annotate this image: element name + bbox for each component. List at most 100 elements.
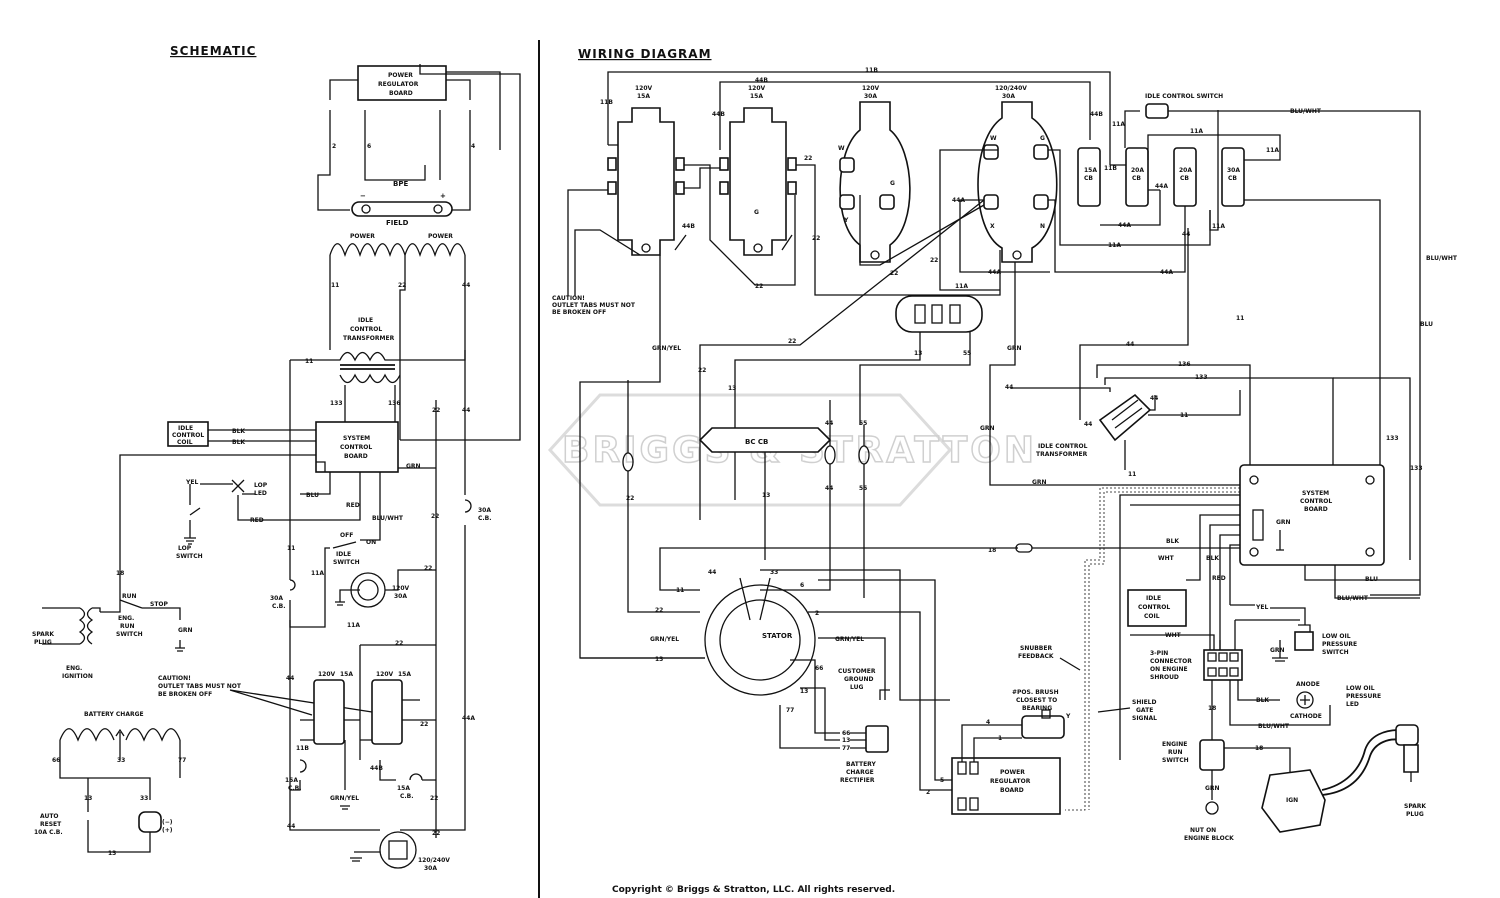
sch-power-regulator-board <box>357 65 447 101</box>
sch-ers-l3: SWITCH <box>116 631 143 638</box>
wd-battery-charge-rectifier <box>865 725 889 753</box>
sch-w-11a: 11A <box>311 570 324 577</box>
wd-w-44e: 44 <box>1005 384 1013 391</box>
wd-bcr-l3: RECTIFIER <box>840 777 875 784</box>
wd-w-11d: 11 <box>1180 412 1188 419</box>
sch-icc-l3: COIL <box>177 439 193 446</box>
sch-rec4-l2: 30A <box>424 865 437 872</box>
wd-spark-plug <box>1403 744 1419 773</box>
wd-w-22f: 22 <box>930 257 938 264</box>
wd-w-44c: 44 <box>708 569 716 576</box>
wd-w-55b: 55 <box>859 420 867 427</box>
wd-w-11e: 11 <box>1128 471 1136 478</box>
wd-grn1: GRN <box>1007 345 1022 352</box>
wd-w-13b: 13 <box>728 385 736 392</box>
sch-cb30-1-l2: C.B. <box>272 603 286 610</box>
wd-anode: ANODE <box>1296 681 1320 688</box>
wd-3pin-l1: 3-PIN <box>1150 650 1168 657</box>
wiring: 11B 44B 11B 44B 44B 120V 15A 120V 15A G … <box>552 67 1458 842</box>
wd-blk3: BLK <box>1256 697 1269 704</box>
wd-cb20a-l1: 20A <box>1131 167 1144 174</box>
sch-ers-l1: ENG. <box>118 615 134 622</box>
wd-cb20b-l1: 20A <box>1179 167 1192 174</box>
sch-w-4: 4 <box>471 143 475 150</box>
sch-idle-switch-l2: SWITCH <box>333 559 360 566</box>
wd-w-136a: 136 <box>1178 361 1191 368</box>
wd-rec-120v-15a-1 <box>617 107 675 256</box>
copyright: Copyright © Briggs & Stratton, LLC. All … <box>612 885 895 895</box>
sch-batt-plus: (+) <box>162 827 173 834</box>
wd-w-66a: 66 <box>815 665 823 672</box>
wd-cgl-l3: LUG <box>850 684 863 691</box>
wd-cgl-l2: GROUND <box>844 676 874 683</box>
sch-auto-reset-l2: RESET <box>40 821 62 828</box>
wd-bcr-l1: BATTERY <box>846 761 876 768</box>
wd-ict-l1: IDLE CONTROL <box>1038 443 1088 450</box>
sch-lop-led-l2: LED <box>254 490 267 497</box>
sch-w-77: 77 <box>178 757 186 764</box>
sch-w-44b-b: 44B <box>370 765 383 772</box>
wd-w-11b-b: 11B <box>600 99 613 106</box>
wd-w-22b: 22 <box>812 235 820 242</box>
sch-lop-switch-l1: LOP <box>178 545 192 552</box>
wd-3pin-l2: CONNECTOR <box>1150 658 1192 665</box>
wd-yel: YEL <box>1255 604 1268 611</box>
wd-idle-control-switch: IDLE CONTROL SWITCH <box>1145 93 1223 100</box>
wd-lops-l2: PRESSURE <box>1322 641 1357 648</box>
sch-off: OFF <box>340 532 353 539</box>
wd-bcr-l2: CHARGE <box>846 769 874 776</box>
wd-w-2b: 2 <box>926 789 930 796</box>
sch-w-22f: 22 <box>420 721 428 728</box>
wd-w-44a-b: 44A <box>1118 222 1131 229</box>
sch-field: FIELD <box>386 219 409 227</box>
sch-field-brush-neg <box>361 204 371 214</box>
sch-cb15-2-l2: C.B. <box>400 793 414 800</box>
wd-rec-120v-30a <box>839 101 911 263</box>
wd-w-11b: 11 <box>676 587 684 594</box>
wd-ict-l2: TRANSFORMER <box>1036 451 1088 458</box>
wd-rec4-n: N <box>1040 223 1045 230</box>
wd-w-22h: 22 <box>626 495 634 502</box>
wd-w-4: 4 <box>986 719 990 726</box>
sch-ict-l3: TRANSFORMER <box>343 335 395 342</box>
sch-rec3-l2: 30A <box>394 593 407 600</box>
wiring-diagram-heading: WIRING DIAGRAM <box>578 47 712 61</box>
wd-brush-holder <box>1021 715 1065 739</box>
sch-ign-l2: IGNITION <box>62 673 93 680</box>
wd-power-regulator-board <box>951 757 1061 815</box>
wd-w-18a: 18 <box>1208 705 1216 712</box>
wd-posbrush-l3: BEARING <box>1022 705 1052 712</box>
sch-spark-l2: PLUG <box>34 639 52 646</box>
wd-w-13c: 13 <box>762 492 770 499</box>
wd-rec4-l2: 30A <box>1002 93 1015 100</box>
wd-w-13e: 13 <box>800 688 808 695</box>
sch-auto-reset-l3: 10A C.B. <box>34 829 63 836</box>
wd-w-11c: 18 <box>988 547 996 554</box>
wd-nut-l2: ENGINE BLOCK <box>1184 835 1234 842</box>
sch-battery-charge: BATTERY CHARGE <box>84 711 144 718</box>
sch-blu: BLU <box>306 492 319 499</box>
wd-w-44a: 44 <box>1182 231 1190 238</box>
sch-w-33b: 33 <box>140 795 148 802</box>
sch-w-44a: 44A <box>462 715 475 722</box>
wd-rec3-w: W <box>838 145 845 152</box>
wd-cb-20a-1 <box>1125 147 1149 207</box>
wd-prb-l3: BOARD <box>1000 787 1024 794</box>
wd-grn3: GRN <box>980 425 995 432</box>
sch-w-22d: 22 <box>431 513 439 520</box>
sch-caution-l2: OUTLET TABS MUST NOT <box>158 683 242 690</box>
wd-w-18b: 18 <box>1255 745 1263 752</box>
wd-scb-l3: BOARD <box>1304 506 1328 513</box>
wd-idle-control-transformer <box>1098 393 1152 442</box>
sch-cb15-1-l2: C.B. <box>288 785 302 792</box>
sch-w-2: 2 <box>332 143 336 150</box>
wd-spark-l2: PLUG <box>1406 811 1424 818</box>
sch-w-6: 6 <box>367 143 371 150</box>
sch-w-22e: 22 <box>395 640 403 647</box>
wd-stator <box>704 584 816 696</box>
sch-w-33: 33 <box>117 757 125 764</box>
sch-system-control-board <box>315 421 399 473</box>
wd-bc-cb-label: BC CB <box>745 438 768 446</box>
wd-lops-l3: SWITCH <box>1322 649 1349 656</box>
sch-power1: POWER <box>350 233 375 240</box>
